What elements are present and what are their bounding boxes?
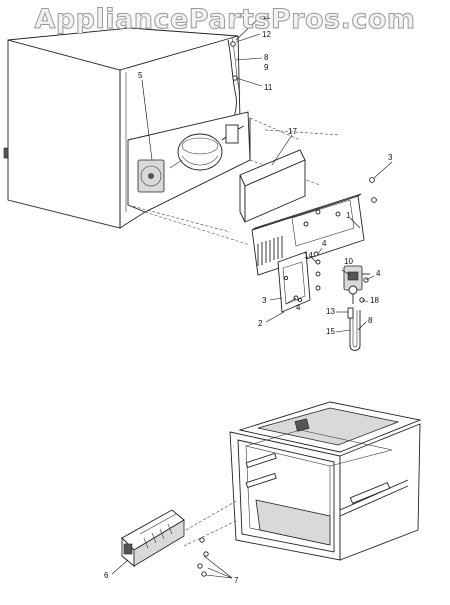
callout-4: 4 xyxy=(322,239,327,248)
callout-11b: 11 xyxy=(264,83,273,92)
callout-4c: 4 xyxy=(296,303,301,312)
icemaker-6 xyxy=(121,509,185,567)
callout-12: 12 xyxy=(262,30,271,39)
callout-13: 13 xyxy=(326,307,335,316)
insulation-block-17 xyxy=(239,149,306,223)
callout-7: 7 xyxy=(234,576,239,585)
icemaker-fingers xyxy=(143,523,173,549)
callout-17: 17 xyxy=(288,127,297,136)
callout-8: 8 xyxy=(264,53,269,62)
screws xyxy=(293,177,377,303)
callout-8b: 8 xyxy=(368,316,373,325)
callout-9: 9 xyxy=(264,63,269,72)
water-valve-10 xyxy=(343,265,370,304)
callout-18: 18 xyxy=(370,296,379,305)
icemaker-screws-7 xyxy=(183,499,239,577)
rear-access-panel-1 xyxy=(251,193,365,276)
compressor-compartment xyxy=(127,111,251,213)
callout-2: 2 xyxy=(258,319,263,328)
callout-10: 10 xyxy=(344,257,353,266)
watermark-logo: AppliancePartsPros.com xyxy=(34,4,416,36)
vent-louvers xyxy=(257,236,283,266)
callout-14: 14 xyxy=(304,251,313,260)
callout-4b: 4 xyxy=(376,269,381,278)
water-line-15 xyxy=(347,307,361,351)
callout-11: 11 xyxy=(262,12,271,21)
callout-5: 5 xyxy=(138,71,143,80)
callout-15: 15 xyxy=(326,327,335,336)
callout-3b: 3 xyxy=(262,296,267,305)
leader-lines-lower xyxy=(111,555,233,579)
callout-labels: 11 12 8 9 11 5 17 3 1 4 14 10 4 3 4 18 2… xyxy=(104,12,393,585)
valve-bracket-2 xyxy=(277,251,311,313)
callout-1: 1 xyxy=(346,211,351,220)
callout-3: 3 xyxy=(388,153,393,162)
callout-6: 6 xyxy=(104,571,109,580)
leader-lines-upper xyxy=(141,16,393,333)
freezer-drawer xyxy=(229,401,422,561)
